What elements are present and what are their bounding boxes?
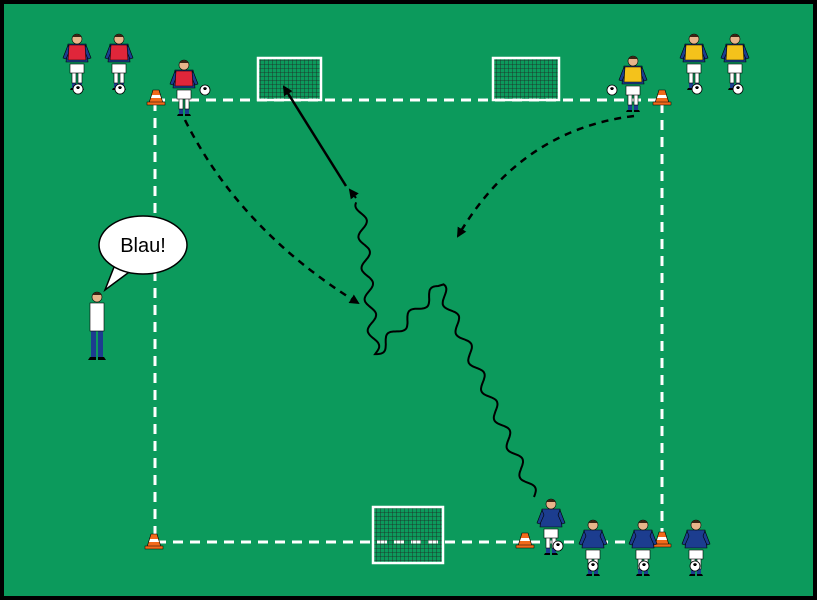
- ball-icon: [606, 84, 618, 96]
- speech-bubble: Blau!: [98, 215, 188, 293]
- ball-icon: [72, 83, 84, 95]
- run-arrow: [456, 114, 635, 238]
- dribble-path: [354, 202, 537, 498]
- ball-icon: [638, 560, 650, 572]
- ball-icon: [199, 84, 211, 96]
- goal-icon: [371, 505, 445, 565]
- ball-icon: [691, 83, 703, 95]
- shot-arrow: [282, 85, 348, 187]
- goal-icon: [491, 56, 561, 102]
- ball-icon: [114, 83, 126, 95]
- ball-icon: [552, 540, 564, 552]
- ball-icon: [732, 83, 744, 95]
- coach: [88, 291, 106, 360]
- ball-icon: [689, 560, 701, 572]
- run-arrow: [183, 119, 360, 305]
- ball-icon: [587, 560, 599, 572]
- pitch-surface: [4, 4, 813, 596]
- speech-bubble-text: Blau!: [120, 235, 166, 257]
